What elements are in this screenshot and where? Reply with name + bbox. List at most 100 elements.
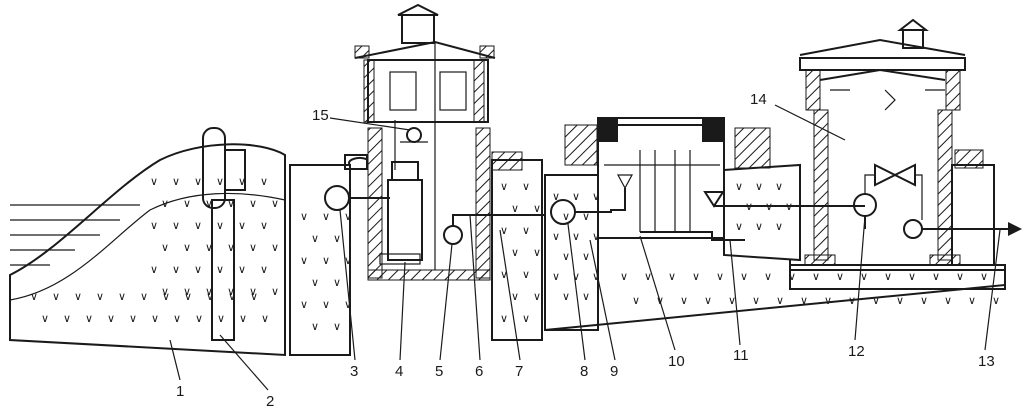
soil-mark: ∨ [228,290,236,303]
soil-mark: ∨ [932,270,940,283]
soil-mark: ∨ [173,312,181,325]
soil-mark: ∨ [150,175,158,188]
soil-mark: ∨ [227,197,235,210]
label-10: 10 [668,353,685,370]
soil-mark: ∨ [511,246,519,259]
soil-mark: ∨ [172,263,180,276]
soil-mark: ∨ [63,312,71,325]
label-2: 2 [266,393,274,410]
soil-mark: ∨ [500,224,508,237]
soil-mark: ∨ [260,175,268,188]
soil-mark: ∨ [522,180,530,193]
soil-mark: ∨ [592,190,600,203]
soil-mark: ∨ [992,294,1000,307]
soil-mark: ∨ [920,294,928,307]
soil-mark: ∨ [788,270,796,283]
soil-mark: ∨ [195,312,203,325]
soil-mark: ∨ [238,175,246,188]
soil-mark: ∨ [311,232,319,245]
soil-mark: ∨ [151,312,159,325]
soil-mark: ∨ [333,320,341,333]
soil-mark: ∨ [572,230,580,243]
soil-mark: ∨ [271,285,279,298]
label-14: 14 [750,91,767,108]
label-11: 11 [733,347,749,364]
soil-mark: ∨ [848,294,856,307]
soil-mark: ∨ [205,197,213,210]
soil-mark: ∨ [552,230,560,243]
soil-mark: ∨ [205,241,213,254]
soil-mark: ∨ [522,224,530,237]
soil-mark: ∨ [500,180,508,193]
soil-mark: ∨ [249,241,257,254]
soil-mark: ∨ [85,312,93,325]
soil-mark: ∨ [800,294,808,307]
soil-mark: ∨ [271,197,279,210]
soil-mark: ∨ [162,290,170,303]
soil-mark: ∨ [238,263,246,276]
soil-mark: ∨ [735,180,743,193]
soil-mark: ∨ [511,202,519,215]
soil-mark: ∨ [968,294,976,307]
pipelines [324,185,1022,236]
soil-mark: ∨ [227,241,235,254]
label-9: 9 [610,363,618,380]
soil-mark: ∨ [980,270,988,283]
soil-mark: ∨ [728,294,736,307]
soil-mark: ∨ [775,180,783,193]
soil-mark: ∨ [755,220,763,233]
soil-mark: ∨ [129,312,137,325]
label-15: 15 [312,107,329,124]
soil-mark: ∨ [161,241,169,254]
soil-mark: ∨ [271,241,279,254]
soil-mark: ∨ [311,276,319,289]
soil-mark: ∨ [344,298,352,311]
soil-mark: ∨ [260,219,268,232]
callout-labels: 1 2 3 4 5 6 7 8 9 10 11 12 13 14 15 [176,91,995,410]
soil-mark: ∨ [150,219,158,232]
soil-mark: ∨ [239,312,247,325]
ground-block-1: ∨∨∨∨∨∨∨∨∨∨∨∨∨∨∨ [289,154,369,356]
river-water [10,204,140,266]
soil-mark: ∨ [533,202,541,215]
soil-mark: ∨ [572,190,580,203]
soil-mark: ∨ [572,270,580,283]
label-4: 4 [395,363,403,380]
soil-mark: ∨ [74,290,82,303]
soil-mark: ∨ [333,276,341,289]
soil-mark: ∨ [582,290,590,303]
soil-mark: ∨ [194,263,202,276]
left-embankment: ∨∨∨∨∨∨∨∨∨∨∨∨∨∨∨∨∨∨∨∨∨∨∨∨∨∨∨∨∨∨∨∨∨∨∨∨∨∨∨∨… [9,143,286,357]
label-1: 1 [176,383,184,400]
soil-mark: ∨ [344,210,352,223]
soil-mark: ∨ [227,285,235,298]
soil-mark: ∨ [500,312,508,325]
soil-mark: ∨ [118,290,126,303]
soil-mark: ∨ [161,285,169,298]
soil-mark: ∨ [533,290,541,303]
treatment-building [799,18,995,266]
soil-mark: ∨ [249,285,257,298]
soil-mark: ∨ [680,294,688,307]
soil-mark: ∨ [52,290,60,303]
soil-mark: ∨ [261,312,269,325]
soil-mark: ∨ [944,294,952,307]
soil-mark: ∨ [216,263,224,276]
soil-mark: ∨ [206,290,214,303]
soil-mark: ∨ [322,210,330,223]
soil-mark: ∨ [172,219,180,232]
soil-mark: ∨ [776,294,784,307]
leader-lines [169,104,1001,391]
soil-mark: ∨ [533,246,541,259]
soil-mark: ∨ [184,290,192,303]
soil-mark: ∨ [908,270,916,283]
soil-mark: ∨ [322,298,330,311]
ground-block-3: ∨∨∨∨∨∨∨∨∨∨∨∨∨∨∨∨∨∨∨∨∨∨∨∨ [544,124,801,331]
soil-mark: ∨ [500,268,508,281]
soil-mark: ∨ [775,220,783,233]
soil-mark: ∨ [300,298,308,311]
soil-mark: ∨ [620,270,628,283]
soil-mark: ∨ [562,290,570,303]
soil-mark: ∨ [107,312,115,325]
soil-mark: ∨ [740,270,748,283]
